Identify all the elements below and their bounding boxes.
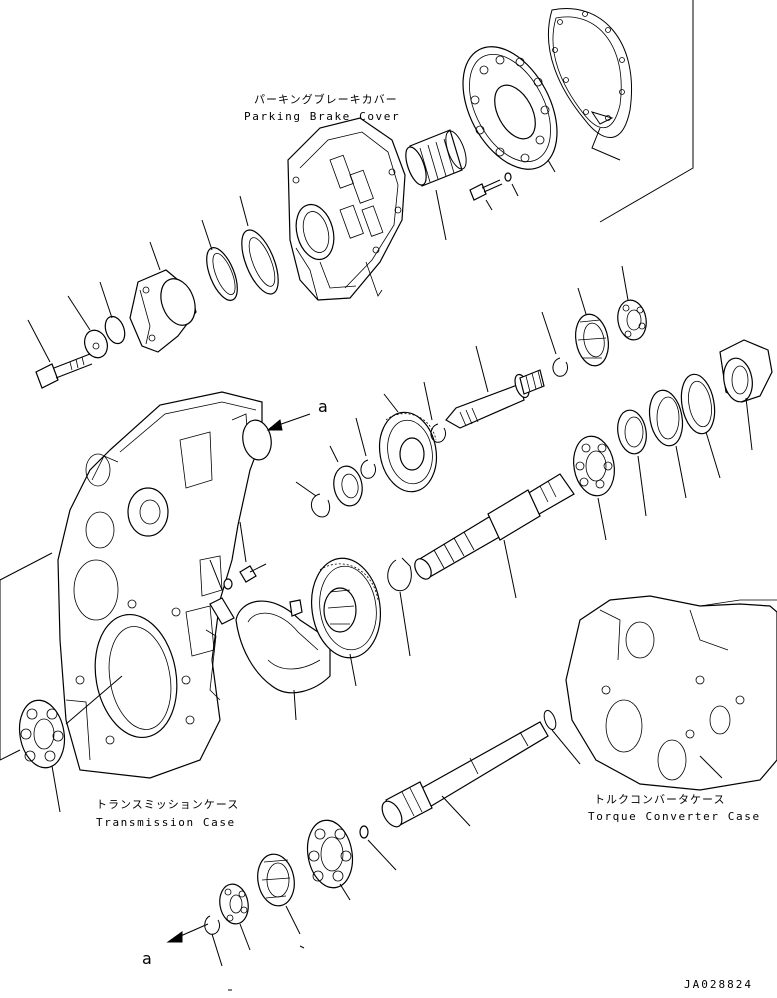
leader-yoke-flange bbox=[149, 241, 161, 271]
output-gear bbox=[311, 557, 381, 659]
leader-small-bolt bbox=[485, 199, 493, 211]
leader-oil-deflector bbox=[293, 689, 297, 721]
leader-gasket bbox=[591, 127, 621, 161]
parking-brake-cover bbox=[287, 117, 406, 301]
leader-oil-seal-right-2 bbox=[675, 445, 687, 499]
leader-pin bbox=[367, 839, 397, 871]
leader-small-washer bbox=[511, 183, 519, 197]
bearing-upper-right bbox=[617, 299, 647, 341]
label-torque-converter-case-en: Torque Converter Case bbox=[588, 810, 761, 823]
arrow-a-top-head bbox=[266, 419, 283, 431]
lower-shaft bbox=[381, 721, 549, 828]
leader-snap-ring-converter bbox=[551, 729, 581, 765]
roller-bearing-right bbox=[573, 435, 615, 497]
leader-output-gear bbox=[349, 653, 357, 687]
leader-snap-ring-upper bbox=[541, 311, 557, 355]
snap-ring-shaft bbox=[387, 557, 412, 592]
output-flange bbox=[719, 339, 773, 403]
leader-ball-bearing-lower bbox=[299, 945, 305, 949]
bearing-mid-1 bbox=[333, 465, 363, 507]
transmission-bearing-left bbox=[18, 699, 66, 769]
torque-converter-case bbox=[565, 595, 777, 791]
leader-input-shaft bbox=[475, 345, 489, 393]
leader-oil-seal-right-1 bbox=[705, 431, 721, 479]
input-shaft bbox=[445, 369, 545, 429]
gasket bbox=[548, 8, 632, 138]
leader-bearing-mid-1 bbox=[329, 445, 339, 463]
leader-needle-bearing-lower bbox=[285, 905, 301, 935]
leader-snap-ring-shaft bbox=[399, 591, 411, 657]
label-torque-converter-case-jp: トルクコンバータケース bbox=[594, 793, 725, 806]
small-bolt bbox=[469, 179, 503, 201]
needle-bearing-lower bbox=[257, 853, 295, 907]
output-shaft bbox=[414, 473, 575, 580]
small-washer bbox=[504, 172, 512, 182]
leader-spacer-ring-right bbox=[637, 455, 647, 517]
drive-gear bbox=[378, 411, 438, 493]
leader-roller-bearing-upper bbox=[577, 287, 587, 315]
drawing-code: JA028824 bbox=[684, 978, 753, 991]
leader-snap-ring-mid-3 bbox=[423, 381, 433, 421]
brake-plate bbox=[462, 46, 558, 170]
ref-a-bottom: a bbox=[142, 949, 152, 968]
spacer-ring-right bbox=[617, 409, 647, 455]
label-parking-brake-cover-en: Parking Brake Cover bbox=[244, 110, 400, 123]
label-transmission-case-jp: トランスミッションケース bbox=[96, 798, 239, 811]
leader-torque-converter-case bbox=[699, 755, 723, 779]
oil-seal-right-1 bbox=[680, 373, 716, 435]
oil-seal-right-2 bbox=[648, 389, 684, 447]
leader-seal-ring-1 bbox=[239, 195, 249, 227]
ball-bearing-lower bbox=[219, 883, 249, 925]
transmission-case bbox=[57, 391, 263, 779]
leader-roller-bearing-right bbox=[597, 497, 607, 541]
leader-brake-plate bbox=[547, 159, 556, 173]
label-parking-brake-cover-jp: パーキングブレーキカバー bbox=[254, 92, 398, 106]
leader-deflector-bracket bbox=[209, 559, 223, 591]
seal-ring-2 bbox=[206, 247, 238, 301]
leader-thick-washer bbox=[67, 295, 91, 331]
leader-transmission-bearing-left bbox=[51, 765, 61, 813]
snap-ring-mid-2 bbox=[360, 459, 377, 479]
seal-ring-1 bbox=[241, 229, 279, 295]
yoke-flange bbox=[129, 269, 197, 353]
roller-bearing-upper bbox=[575, 313, 609, 367]
leader-output-shaft bbox=[503, 539, 517, 599]
leader-flange-bolt bbox=[27, 319, 51, 363]
leader-snap-ring-mid-2 bbox=[355, 417, 367, 457]
leader-transmission-case bbox=[65, 675, 123, 725]
frame-lines bbox=[0, 0, 694, 761]
snap-ring-mid-1 bbox=[311, 493, 331, 518]
snap-ring-upper bbox=[552, 357, 569, 377]
pin bbox=[359, 825, 369, 839]
splined-sleeve bbox=[405, 129, 467, 187]
leader-output-flange bbox=[745, 397, 753, 451]
leader-snap-ring-mid-1 bbox=[295, 481, 317, 497]
snap-ring-lower bbox=[204, 915, 221, 935]
thick-washer bbox=[84, 329, 108, 359]
leader-snap-ring-lower bbox=[211, 933, 223, 967]
snap-ring-mid-3 bbox=[430, 423, 447, 443]
deflector-bolt bbox=[223, 563, 267, 590]
leader-splined-sleeve bbox=[435, 189, 447, 241]
leader-lower-shaft bbox=[441, 795, 471, 827]
leader-deflector-bolt bbox=[239, 521, 247, 563]
leader-bearing-upper-right bbox=[621, 265, 629, 301]
leader-seal-ring-2 bbox=[201, 219, 213, 251]
leader-drive-gear bbox=[383, 393, 399, 413]
flange-bolt bbox=[35, 353, 93, 389]
ref-a-top: a bbox=[318, 397, 328, 416]
washer-disc bbox=[104, 315, 126, 345]
case-cover-cap bbox=[242, 419, 272, 461]
arrow-a-bottom-head bbox=[166, 931, 183, 943]
snap-ring-converter bbox=[543, 709, 557, 731]
leader-washer-disc bbox=[99, 281, 113, 319]
oil-deflector bbox=[235, 599, 331, 694]
roller-bearing-lower bbox=[306, 819, 354, 889]
leader-ball-bearing-lower-2 bbox=[239, 923, 251, 951]
deflector-bracket bbox=[209, 597, 235, 625]
leader-roller-bearing-lower bbox=[339, 883, 351, 901]
label-transmission-case-en: Transmission Case bbox=[96, 816, 236, 829]
